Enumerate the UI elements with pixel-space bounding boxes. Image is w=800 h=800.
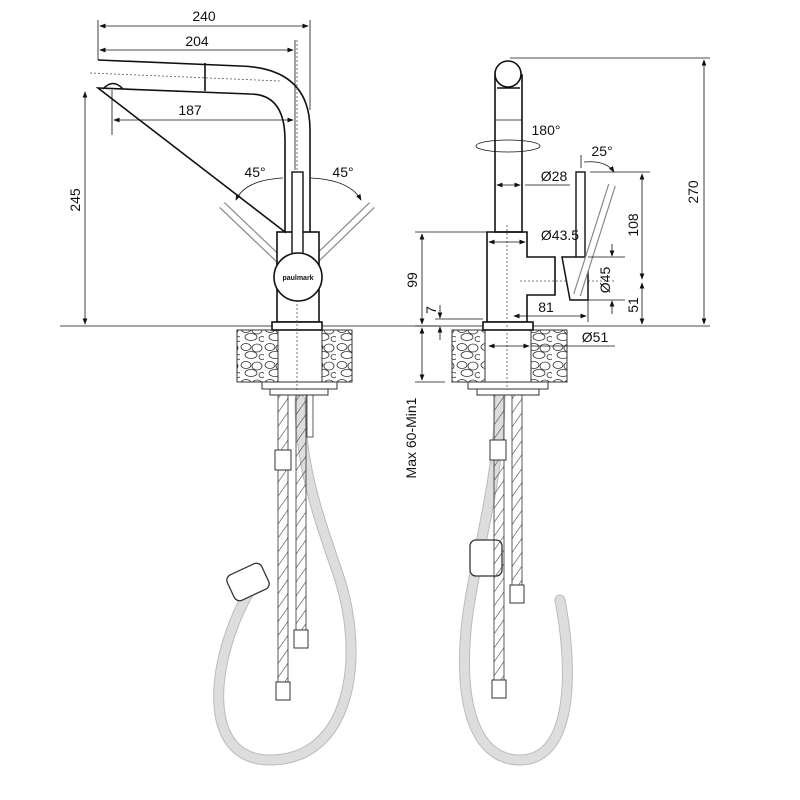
dim-countertop: Max 60-Min1	[403, 397, 419, 478]
side-view: 270 180° 25° Ø28 Ø43.5 108 51 Ø45 81 99 …	[403, 57, 710, 766]
dim-99: 99	[404, 272, 420, 288]
dim-d28: Ø28	[541, 168, 568, 184]
logo-badge	[273, 252, 323, 302]
dim-d43-5: Ø43.5	[541, 227, 579, 243]
hose-weight	[226, 562, 270, 602]
dim-108: 108	[625, 213, 641, 237]
lever	[575, 171, 586, 261]
dim-270: 270	[685, 180, 701, 204]
dim-240: 240	[192, 8, 216, 24]
spout-column	[494, 74, 523, 233]
supply-hose-left	[277, 394, 289, 686]
dim-204: 204	[185, 33, 209, 49]
logo-text: paulmark	[282, 275, 313, 282]
dim-187: 187	[178, 102, 202, 118]
spout-head	[494, 60, 522, 88]
dim-d45: Ø45	[597, 267, 613, 294]
supply-hose-right	[295, 394, 307, 636]
lever-tilted-position	[574, 184, 615, 296]
angle-right: 45°	[332, 164, 353, 180]
front-view: paulmark 240 204 187 245 45° 45°	[60, 8, 440, 766]
angle-left: 45°	[244, 164, 265, 180]
rotation-180: 180°	[532, 122, 561, 138]
dim-245: 245	[67, 188, 83, 212]
dim-d51: Ø51	[582, 329, 609, 345]
dim-7: 7	[423, 306, 439, 314]
dim-81: 81	[538, 299, 554, 315]
handle	[291, 171, 304, 263]
tilt-25: 25°	[591, 143, 612, 159]
spout	[95, 59, 311, 234]
dim-51: 51	[625, 297, 641, 313]
